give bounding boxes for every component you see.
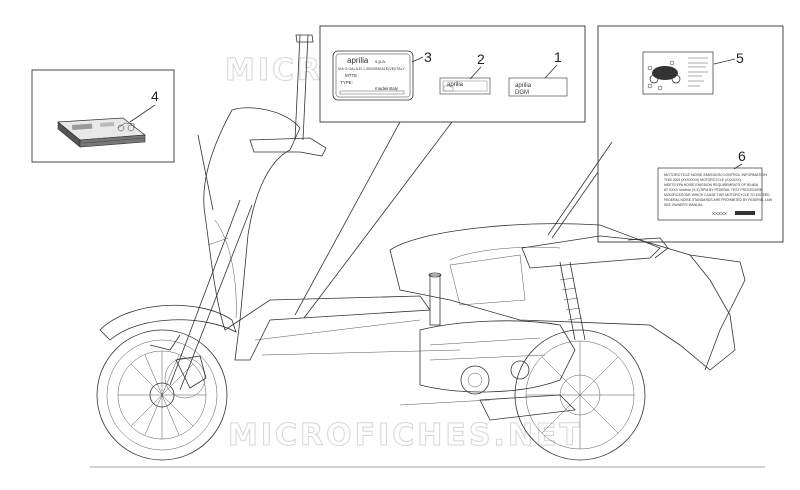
- part-box-labels[interactable]: aprilia s.p.a. VIA G.GALILEI,1,30033NOAL…: [319, 25, 586, 123]
- manual-booklet-illustration: [57, 117, 146, 148]
- decal-6-line-3: MEETS EPA NOISE EMISSION REQUIREMENTS OF…: [664, 183, 759, 187]
- decal-3-footer: madeinItaly: [375, 86, 399, 91]
- leader-lines: [197, 121, 613, 319]
- callout-2: 2: [477, 51, 485, 67]
- callout-1: 1: [554, 49, 562, 65]
- decal-1-plate: aprilia DGM: [508, 77, 568, 97]
- decal-3-brand-suffix: s.p.a.: [375, 59, 386, 64]
- decal-6-line-6: FEDERAL NOISE STANDARDS ARE PROHIBITED B…: [664, 198, 773, 202]
- scooter-illustration: [90, 34, 765, 468]
- decal-6-line-7: SEE OWNER'S MANUAL.: [664, 203, 704, 207]
- decal-6-plate: MOTORCYCLE NOISE EMISSION CONTROL INFORM…: [657, 167, 773, 221]
- decal-6-line-2: THIS 2005 (XXXXXXX) MOTORCYCLE (XXXXXX): [664, 178, 741, 182]
- callout-3: 3: [424, 49, 432, 65]
- decal-6-line-1: MOTORCYCLE NOISE EMISSION CONTROL INFORM…: [664, 173, 767, 177]
- decal-2-brand: aprilia: [447, 82, 464, 88]
- decal-3-type-label: TYPE:: [340, 80, 353, 85]
- decal-3-plate: aprilia s.p.a. VIA G.GALILEI,1,30033NOAL…: [332, 50, 414, 101]
- decal-6-line-4: AT XXXX mm/min (X,X) RPM BY FEDERAL TEST…: [664, 188, 763, 192]
- callout-6: 6: [738, 148, 746, 164]
- decal-5-scooter-icon: [647, 60, 681, 91]
- part-box-info-decals[interactable]: 5 MOTORCYCLE NOISE EMISSION CONTROL INFO…: [597, 25, 784, 243]
- decal-3-address: VIA G.GALILEI,1,30033NOALE(VE)ITALY: [338, 67, 405, 71]
- watermark-bottom: MICROFICHES.NET: [228, 418, 583, 453]
- decal-3-brand: aprilia: [347, 56, 369, 65]
- decal-5-plate: [642, 51, 714, 95]
- callout-4: 4: [151, 88, 159, 104]
- decal-2-plate: aprilia: [439, 77, 491, 95]
- decal-6-line-5: MODIFICATIONS WHICH CAUSE THIS MOTORCYCL…: [664, 193, 770, 197]
- decal-1-code: DGM: [515, 90, 529, 96]
- decal-1-brand: aprilia: [515, 83, 532, 89]
- callout-5: 5: [736, 50, 744, 66]
- decal-6-code: XXXXX: [712, 211, 727, 216]
- decal-3-model: MTTE: [345, 73, 357, 78]
- part-box-manual[interactable]: 4: [31, 69, 175, 163]
